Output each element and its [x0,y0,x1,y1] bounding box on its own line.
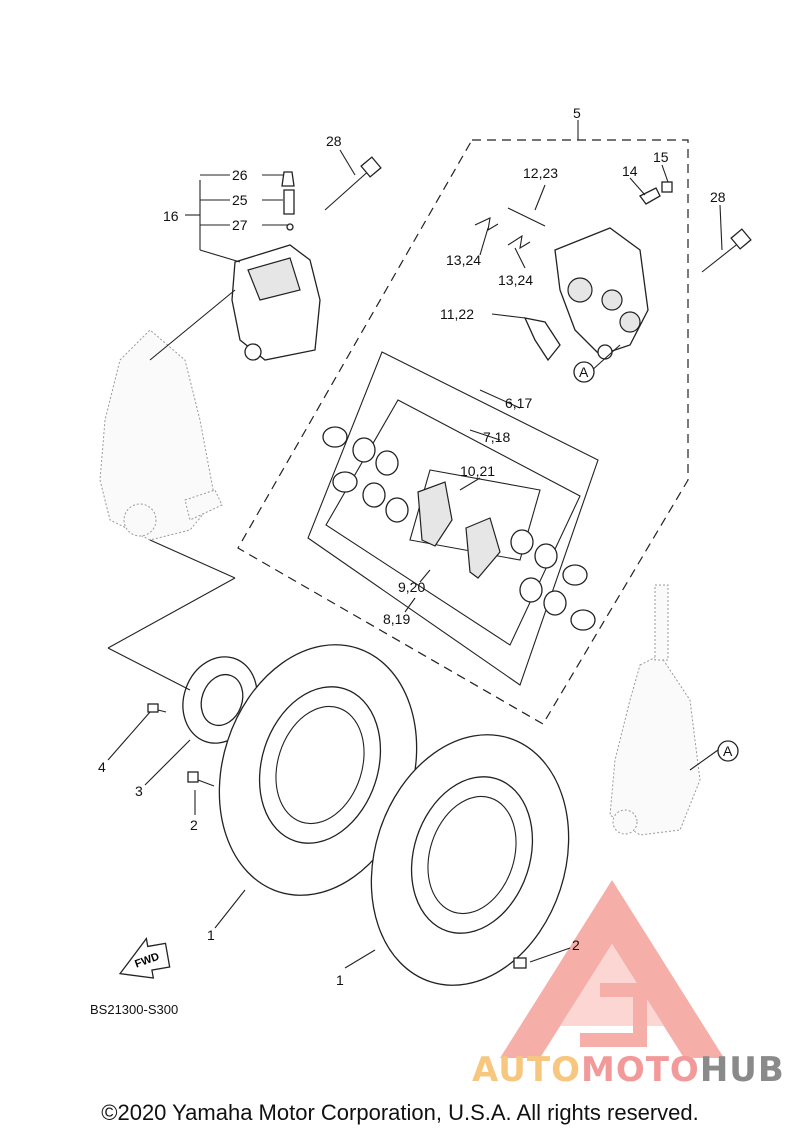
callout-11-22: 11,22 [440,306,474,322]
reference-a-top-label: A [579,364,589,380]
watermark-moto: MOTO [580,1050,700,1090]
callout-15: 15 [653,149,669,165]
brake-disc-left [218,644,418,896]
reference-marker-a-bottom: A [717,740,739,762]
left-brake-caliper [231,171,321,361]
reference-marker-a-top: A [573,361,595,383]
callout-4: 4 [98,759,106,775]
callout-2-b: 2 [572,937,580,953]
callout-7-18: 7,18 [483,429,510,445]
brake-pads [417,481,501,579]
callout-2-a: 2 [190,817,198,833]
callout-26: 26 [232,167,248,183]
callout-28-right: 28 [710,189,726,205]
callout-12-23: 12,23 [523,165,558,181]
disc-bolts [147,703,527,969]
callout-6-17: 6,17 [505,395,532,411]
callout-3: 3 [135,783,143,799]
reference-a-bottom-label: A [723,743,733,759]
copyright-notice: ©2020 Yamaha Motor Corporation, U.S.A. A… [101,1100,699,1125]
left-fork-ghost [99,329,223,541]
callout-10-21: 10,21 [460,463,495,479]
caliper-bolt-left [324,156,382,211]
callout-13-24-a: 13,24 [446,252,481,268]
automotohub-logo [500,880,724,1058]
callout-labels: 5 28 28 26 25 27 16 12,23 14 15 13,24 13… [98,105,726,988]
callout-27: 27 [232,217,248,233]
callout-16: 16 [163,208,179,224]
seal-group-box-outer [307,351,599,686]
callout-8-19: 8,19 [383,611,410,627]
right-brake-caliper [474,181,673,362]
callout-14: 14 [622,163,638,179]
callout-5: 5 [573,105,581,121]
fwd-arrow-icon: FWD [118,936,171,979]
callout-28-left: 28 [326,133,342,149]
diagram-code: BS21300-S300 [90,1002,179,1017]
watermark-text: AUTOMOTOHUB [472,1050,785,1090]
callout-13-24-b: 13,24 [498,272,533,288]
watermark-auto: AUTO [472,1050,581,1090]
watermark-hub: HUB [699,1050,785,1090]
leader-lines [107,120,723,969]
caliper-bolt-right [701,228,752,273]
seal-group-box-inner [325,399,581,646]
callout-25: 25 [232,192,248,208]
callout-9-20: 9,20 [398,579,425,595]
pistons-and-seals [322,426,596,631]
right-fork-ghost [609,584,701,836]
callout-1-a: 1 [207,927,215,943]
caliper-assembly-boundary [237,139,689,725]
pad-group-box [409,469,541,561]
callout-1-b: 1 [336,972,344,988]
brake-disc-right [370,734,570,986]
